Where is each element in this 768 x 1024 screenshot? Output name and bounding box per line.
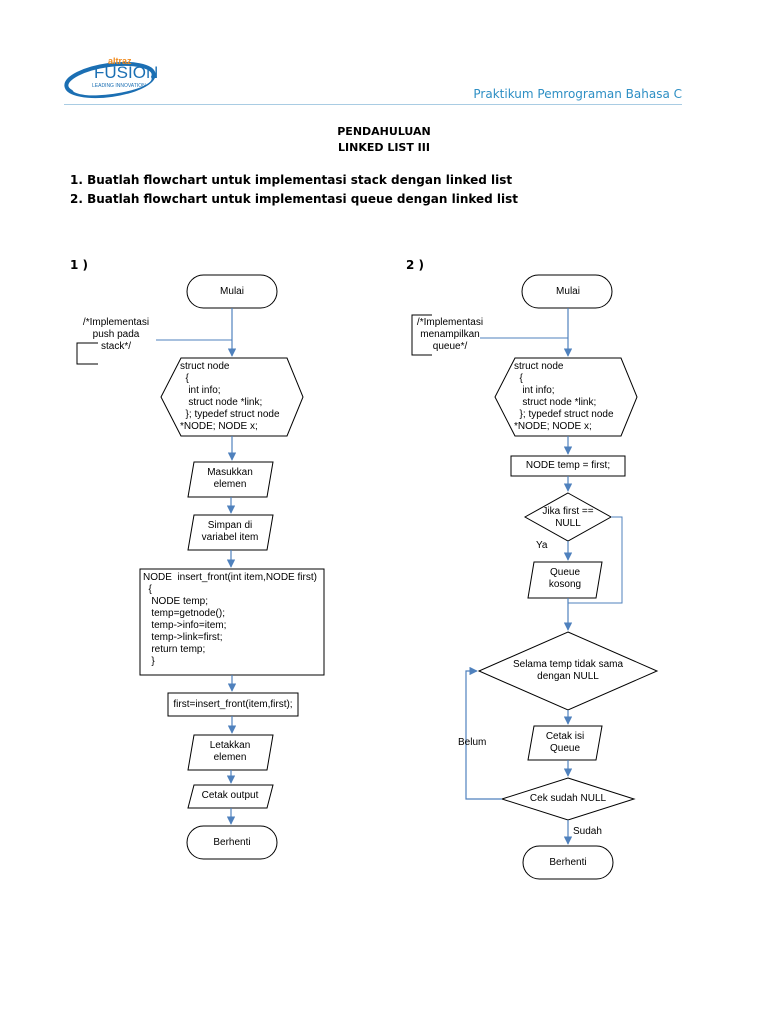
fc1-comment-text: /*Implementasi push pada stack*/ — [82, 317, 150, 352]
fc1-output1-text: Letakkan elemen — [209, 740, 251, 763]
fc1-prep-hexagon — [160, 357, 304, 437]
fc1-assign-box — [167, 692, 299, 717]
fc2-prep-text: struct node { int info; struct node *lin… — [514, 361, 614, 432]
fc1-function-text: NODE insert_front(int item,NODE first) {… — [143, 572, 317, 667]
fc2-comment-text: /*Implementasi menampilkan queue*/ — [416, 317, 484, 352]
header-divider — [64, 104, 682, 105]
fc2-decision1-text: Jika first == NULL — [542, 506, 594, 529]
fc1-input1-parallelogram — [187, 461, 274, 498]
flowchart-2 — [411, 274, 659, 880]
fc1-end-terminator — [186, 825, 278, 860]
flowchart-1-label: 1 ) — [70, 258, 89, 272]
fc2-end-terminator — [522, 845, 614, 880]
fc1-end-text: Berhenti — [213, 837, 251, 848]
fc2-process-text: NODE temp = first; — [525, 460, 611, 471]
fc2-output-empty-text: Queue kosong — [548, 567, 582, 590]
fc1-function-box — [139, 568, 325, 676]
fc1-input2-parallelogram — [187, 514, 274, 551]
fc1-output2-text: Cetak output — [201, 790, 259, 801]
fc2-comment-bracket — [411, 314, 432, 356]
flowchart-1 — [76, 274, 325, 860]
fc2-start-terminator — [521, 274, 613, 309]
fc2-prep-hexagon — [494, 357, 638, 437]
fc2-loop-text: Selama temp tidak sama dengan NULL — [512, 659, 624, 682]
fc2-done-label: Sudah — [573, 826, 602, 837]
fc1-start-text: Mulai — [220, 286, 244, 297]
course-title: Praktikum Pemrograman Bahasa C — [473, 87, 682, 101]
logo-tagline: LEADING INNOVATION — [92, 83, 146, 89]
fusion-logo: altraz FUSION LEADING INNOVATION — [64, 56, 158, 99]
fc2-output-empty-parallelogram — [527, 561, 603, 599]
fc1-output2-parallelogram — [187, 784, 274, 809]
fc2-output-item-parallelogram — [527, 725, 603, 761]
fc2-yes-label: Ya — [536, 540, 548, 551]
fc1-prep-text: struct node { int info; struct node *lin… — [180, 361, 280, 432]
logo-brand-main: FUSION — [94, 63, 158, 82]
flowchart-1-connectors — [156, 308, 237, 825]
fc1-comment-bracket — [76, 342, 98, 365]
fc1-output1-parallelogram — [187, 734, 274, 771]
fc2-output-item-text: Cetak isi Queue — [545, 731, 585, 754]
fc2-decision2-text: Cek sudah NULL — [529, 793, 607, 804]
question-1: 1. Buatlah flowchart untuk implementasi … — [70, 173, 513, 187]
page-title: PENDAHULUAN — [337, 125, 431, 138]
question-2: 2. Buatlah flowchart untuk implementasi … — [70, 192, 519, 206]
page-subtitle: LINKED LIST III — [338, 141, 430, 154]
logo-brand-top: altraz — [108, 56, 132, 66]
flowchart-2-connectors — [465, 308, 623, 845]
fc1-input2-text: Simpan di variabel item — [201, 520, 259, 543]
flowchart-2-label: 2 ) — [406, 258, 425, 272]
fc1-input1-text: Masukkan elemen — [207, 467, 253, 490]
fc2-start-text: Mulai — [556, 286, 580, 297]
fc1-assign-text: first=insert_front(item,first); — [173, 699, 293, 710]
fc2-loop-back-label: Belum — [458, 737, 487, 748]
fc2-end-text: Berhenti — [549, 857, 587, 868]
